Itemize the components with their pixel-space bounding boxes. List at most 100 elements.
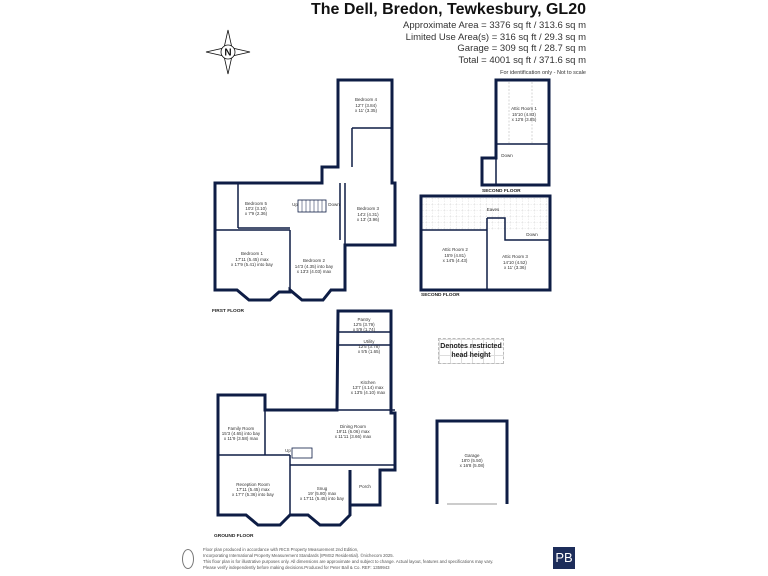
stair-down-label: Down bbox=[501, 153, 513, 158]
room-dim: 12'5 (3.78) bbox=[358, 344, 380, 349]
room-name: Porch bbox=[359, 484, 371, 489]
room-dim: 14'2 (4.31) bbox=[357, 212, 379, 217]
room-attic-3: Attic Room 3 14'10 (4.52) x 11' (3.36) bbox=[502, 254, 528, 270]
area-approx: Approximate Area = 3376 sq ft / 313.6 sq… bbox=[403, 20, 586, 31]
room-porch: Porch bbox=[359, 484, 371, 489]
room-dim: 14'10 (4.52) bbox=[503, 260, 527, 265]
room-dim: x 17'7 (5.36) into bay bbox=[232, 492, 275, 497]
stair-down-label: Down bbox=[526, 232, 538, 237]
room-name: Bedroom 4 bbox=[355, 97, 378, 102]
footer-disclaimer: Floor plan produced in accordance with R… bbox=[203, 547, 553, 571]
room-utility: Utility 12'5 (3.78) x 5'5 (1.65) bbox=[358, 339, 381, 354]
floor-label-second: SECOND FLOOR bbox=[482, 188, 521, 194]
room-bedroom-3: Bedroom 3 14'2 (4.31) x 13' (3.96) bbox=[357, 206, 380, 222]
room-attic-2: Attic Room 2 15'9 (4.81) x 14'5 (4.43) bbox=[442, 247, 468, 263]
room-name: Bedroom 1 bbox=[241, 251, 264, 256]
room-dim: x 11'11 (3.66) max bbox=[335, 434, 372, 439]
stairs bbox=[297, 199, 327, 213]
room-bedroom-4: Bedroom 4 12'7 (3.84) x 11' (3.35) bbox=[355, 97, 378, 113]
room-name: Attic Room 2 bbox=[442, 247, 468, 252]
ground-floor-plan: Up Pantry 12'5 (3.79) x 5'9 (1.74) Utili… bbox=[214, 309, 397, 539]
room-dim: x 5'9 (1.74) bbox=[353, 327, 376, 332]
agent-logo: PB bbox=[553, 547, 575, 569]
room-name: Reception Room bbox=[236, 482, 270, 487]
room-dim: x 13'5 (4.10) max bbox=[351, 390, 386, 395]
page-title: The Dell, Bredon, Tewkesbury, GL20 bbox=[310, 1, 586, 18]
rics-logo-icon bbox=[182, 549, 194, 569]
footer-line: Floor plan produced in accordance with R… bbox=[203, 547, 359, 552]
area-garage: Garage = 309 sq ft / 28.7 sq m bbox=[457, 43, 586, 54]
room-attic-1: Attic Room 1 15'10 (4.83) x 12'8 (3.85) bbox=[511, 106, 537, 122]
room-dim: 10'2 (3.10) bbox=[245, 206, 267, 211]
room-dim: 15'3 (4.65) into bay bbox=[222, 431, 261, 436]
room-dim: 19'11 (6.06) max bbox=[336, 429, 370, 434]
footer-line: This floor plan is for illustrative purp… bbox=[203, 559, 494, 564]
compass-icon: N bbox=[205, 29, 251, 75]
room-dining: Dining Room 19'11 (6.06) max x 11'11 (3.… bbox=[335, 424, 372, 439]
room-bedroom-1: Bedroom 1 17'11 (5.45) max x 17'9 (5.41)… bbox=[231, 251, 274, 267]
floor-label-first: FIRST FLOOR bbox=[212, 308, 245, 314]
room-dim: x 7'9 (2.36) bbox=[245, 211, 268, 216]
room-dim: 12'5 (3.79) bbox=[353, 322, 375, 327]
floor-label-second: SECOND FLOOR bbox=[421, 292, 460, 298]
garage-plan: Garage 18'0 (5.50) x 16'8 (5.08) bbox=[435, 419, 509, 505]
room-name: Utility bbox=[364, 339, 376, 344]
room-dim: x 5'5 (1.65) bbox=[358, 349, 381, 354]
second-floor-plan-b: Eaves Down Attic Room 2 15'9 (4.81) x 14… bbox=[419, 194, 552, 298]
room-name: Snug bbox=[317, 486, 328, 491]
footer-line: Incorporating International Property Mea… bbox=[203, 553, 394, 558]
room-name: Bedroom 5 bbox=[245, 201, 268, 206]
area-summary: Approximate Area = 3376 sq ft / 313.6 sq… bbox=[403, 20, 586, 80]
room-dim: 14'3 (4.35) into bay bbox=[295, 264, 334, 269]
eaves-label: Eaves bbox=[487, 207, 500, 212]
room-name: Family Room bbox=[228, 426, 255, 431]
room-dim: x 13'3 (4.03) max bbox=[297, 269, 332, 274]
room-family: Family Room 15'3 (4.65) into bay x 11'9 … bbox=[222, 426, 261, 441]
restricted-height-legend: Denotes restricted head height bbox=[438, 338, 504, 364]
room-reception: Reception Room 17'11 (5.45) max x 17'7 (… bbox=[232, 482, 275, 497]
room-dim: x 11'9 (3.58) max bbox=[224, 436, 259, 441]
room-dim: 19' (5.80) max bbox=[308, 491, 337, 496]
room-dim: 17'11 (5.45) max bbox=[235, 257, 269, 262]
room-dim: 15'9 (4.81) bbox=[444, 253, 466, 258]
room-dim: x 14'5 (4.43) bbox=[443, 258, 468, 263]
area-total: Total = 4001 sq ft / 371.6 sq m bbox=[458, 54, 586, 66]
room-dim: 13'7 (4.14) max bbox=[352, 385, 384, 390]
room-name: Attic Room 3 bbox=[502, 254, 528, 259]
legend-line-1: Denotes restricted bbox=[440, 343, 502, 350]
stair-up-label: Up bbox=[285, 448, 291, 453]
stairs bbox=[291, 447, 313, 459]
first-floor-plan: Up Down Bedroom 4 12'7 (3.84) x 11' (3.3… bbox=[212, 78, 397, 314]
second-floor-plan-a: Attic Room 1 15'10 (4.83) x 12'8 (3.85) … bbox=[480, 78, 551, 194]
room-name: Bedroom 3 bbox=[357, 206, 380, 211]
room-name: Kitchen bbox=[360, 380, 376, 385]
eaves-area bbox=[422, 198, 549, 230]
stair-down-label: Down bbox=[328, 202, 340, 207]
room-dim: 17'11 (5.45) max bbox=[236, 487, 270, 492]
room-name: Garage bbox=[464, 453, 480, 458]
scale-note: For identification only - Not to scale bbox=[500, 70, 586, 76]
room-dim: 15'10 (4.83) bbox=[512, 112, 536, 117]
room-bedroom-2: Bedroom 2 14'3 (4.35) into bay x 13'3 (4… bbox=[295, 258, 334, 274]
room-name: Attic Room 1 bbox=[511, 106, 537, 111]
stair-up-label: Up bbox=[292, 202, 298, 207]
room-dim: x 16'8 (5.08) bbox=[460, 463, 485, 468]
room-dim: x 17'11 (5.45) into bay bbox=[300, 496, 345, 501]
floor-label-ground: GROUND FLOOR bbox=[214, 533, 254, 539]
room-dim: x 17'9 (5.41) into bay bbox=[231, 262, 274, 267]
room-snug: Snug 19' (5.80) max x 17'11 (5.45) into … bbox=[300, 486, 345, 501]
room-name: Pantry bbox=[357, 317, 371, 322]
area-limited: Limited Use Area(s) = 316 sq ft / 29.3 s… bbox=[405, 31, 586, 43]
legend-line-2: head height bbox=[451, 352, 491, 359]
room-dim: 12'7 (3.84) bbox=[355, 103, 377, 108]
room-dim: x 13' (3.96) bbox=[357, 217, 380, 222]
room-dim: x 11' (3.35) bbox=[355, 108, 378, 113]
room-name: Dining Room bbox=[340, 424, 366, 429]
room-dim: x 11' (3.36) bbox=[504, 265, 527, 270]
footer-line: Please verify independently before makin… bbox=[203, 565, 390, 570]
room-name: Bedroom 2 bbox=[303, 258, 326, 263]
room-dim: 18'0 (5.50) bbox=[461, 458, 483, 463]
room-dim: x 12'8 (3.85) bbox=[512, 117, 537, 122]
compass-north-label: N bbox=[224, 48, 231, 59]
